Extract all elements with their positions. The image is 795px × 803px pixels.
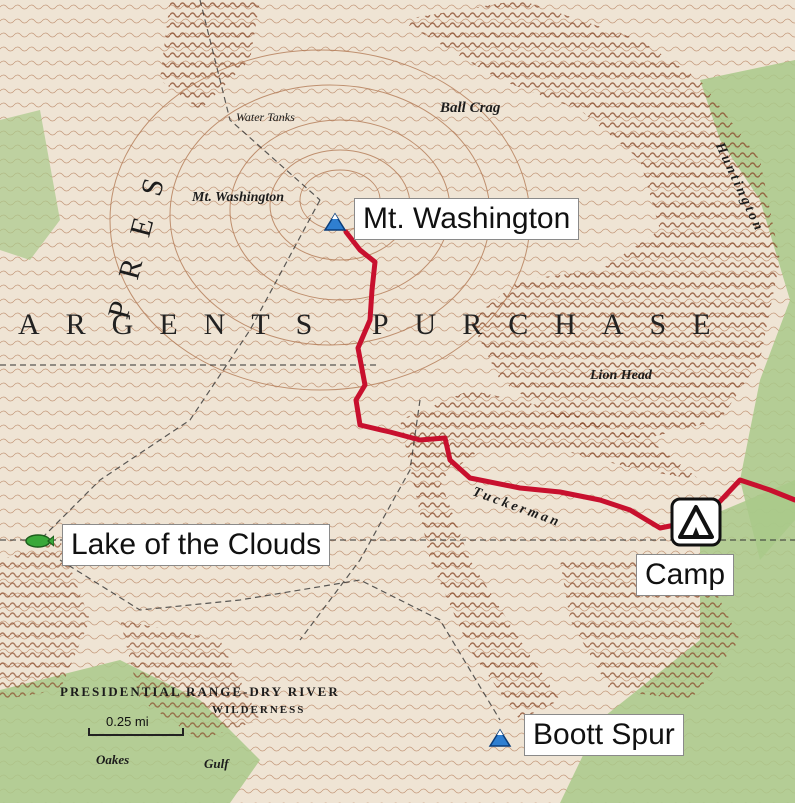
- cliff-zone: [160, 0, 260, 110]
- ball-crag-label: Ball Crag: [440, 100, 501, 116]
- cliff-zone: [120, 620, 260, 740]
- lake-icon[interactable]: [24, 530, 54, 552]
- peak-icon[interactable]: [323, 210, 347, 232]
- lion-head-label: Lion Head: [590, 368, 652, 383]
- forest-area: [0, 110, 60, 260]
- mt-washington-label[interactable]: Mt. Washington: [354, 198, 580, 240]
- gulf-label: Gulf: [204, 756, 229, 771]
- scale-bar: 0.25 mi: [88, 712, 184, 738]
- cliff-zone: [400, 390, 700, 720]
- sargents-purchase-label: ARGENTS PURCHASE: [18, 308, 737, 341]
- wilderness-label: WILDERNESS: [212, 704, 306, 716]
- forest-area: [700, 60, 795, 560]
- cliff-zone: [0, 540, 90, 700]
- campsite-icon[interactable]: [670, 497, 722, 547]
- boott-spur-label[interactable]: Boott Spur: [524, 714, 684, 756]
- camp-label[interactable]: Camp: [636, 554, 735, 596]
- mt-washington-base-label: Mt. Washington: [192, 190, 285, 205]
- scale-label: 0.25 mi: [106, 714, 149, 729]
- oakes-label: Oakes: [96, 752, 130, 767]
- presidential-range-label: PRESIDENTIAL RANGE-DRY RIVER: [60, 684, 340, 699]
- lake-of-the-clouds-label[interactable]: Lake of the Clouds: [62, 524, 331, 566]
- water-tanks-label: Water Tanks: [236, 110, 295, 124]
- forest-area: [0, 660, 260, 803]
- cliff-zone: [400, 0, 780, 440]
- peak-icon[interactable]: [488, 726, 512, 748]
